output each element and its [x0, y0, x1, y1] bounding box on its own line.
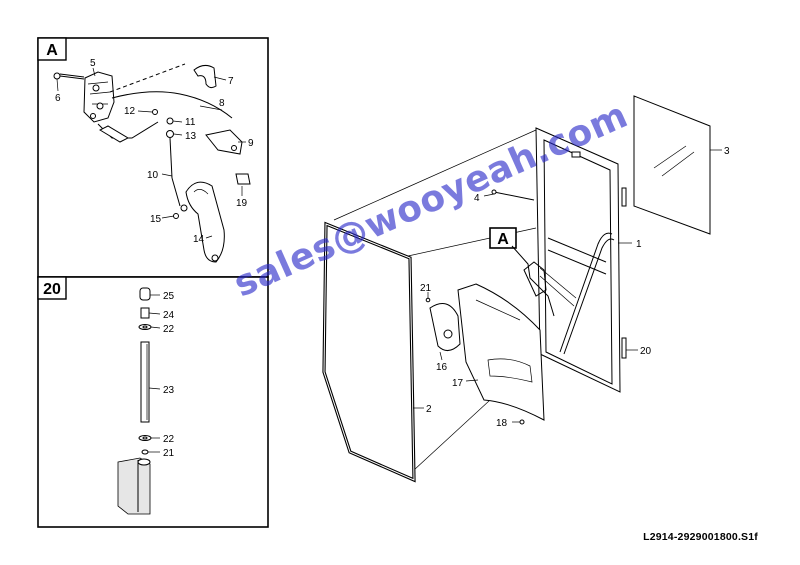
callout-a-3: 8: [219, 98, 225, 109]
inner-panel-17: [457, 283, 545, 421]
callout-20-5: 21: [163, 448, 175, 459]
door-frame-1: [535, 127, 627, 393]
bolt-6-part: [53, 72, 85, 80]
hinge-pin-assembly: [117, 287, 152, 515]
callout-a-8: 10: [147, 170, 159, 181]
callout-a-6: 13: [185, 131, 197, 142]
ref-tag-a: A: [489, 227, 555, 317]
detail-20-panel: 20 25 24 22 23 22 21: [37, 276, 269, 528]
callout-20-2: 22: [163, 324, 175, 335]
callout-main-7: 2: [426, 404, 432, 415]
callout-a-4: 12: [124, 106, 136, 117]
callout-20-1: 24: [163, 310, 175, 321]
callout-20-3: 23: [163, 385, 175, 396]
glass-panel-3: [633, 95, 711, 235]
callout-a-11: 14: [193, 234, 205, 245]
callout-main-8: 18: [496, 418, 508, 429]
callout-20-0: 25: [163, 291, 175, 302]
detail-a-panel: A: [37, 37, 269, 278]
door-seal-2: [322, 221, 416, 483]
bracket-7-part: [193, 64, 217, 89]
callout-a-0: 5: [90, 58, 96, 69]
callout-main-6: 17: [452, 378, 464, 389]
svg-text:A: A: [497, 231, 509, 248]
latch-5-part: [83, 71, 115, 123]
callout-a-1: 6: [55, 93, 61, 104]
clip-19-part: [235, 173, 251, 185]
drawing-code: L2914-2929001800.S1f: [643, 531, 758, 543]
detail-20-tag: 20: [43, 281, 61, 298]
callout-main-2: 1: [636, 239, 642, 250]
panel-16: [429, 303, 461, 351]
callout-a-9: 19: [236, 198, 248, 209]
callout-a-2: 7: [228, 76, 234, 87]
callout-main-3: 21: [420, 283, 432, 294]
callout-main-1: 4: [474, 193, 480, 204]
callout-20-4: 22: [163, 434, 175, 445]
callout-main-0: 3: [724, 146, 730, 157]
callout-a-10: 15: [150, 214, 162, 225]
callout-a-7: 9: [248, 138, 254, 149]
callout-a-5: 11: [185, 117, 196, 128]
bracket-9-part: [205, 129, 243, 155]
detail-a-tag: A: [46, 42, 58, 59]
handle-14-part: [185, 181, 225, 263]
callout-main-5: 16: [436, 362, 448, 373]
callout-main-4: 20: [640, 346, 652, 357]
